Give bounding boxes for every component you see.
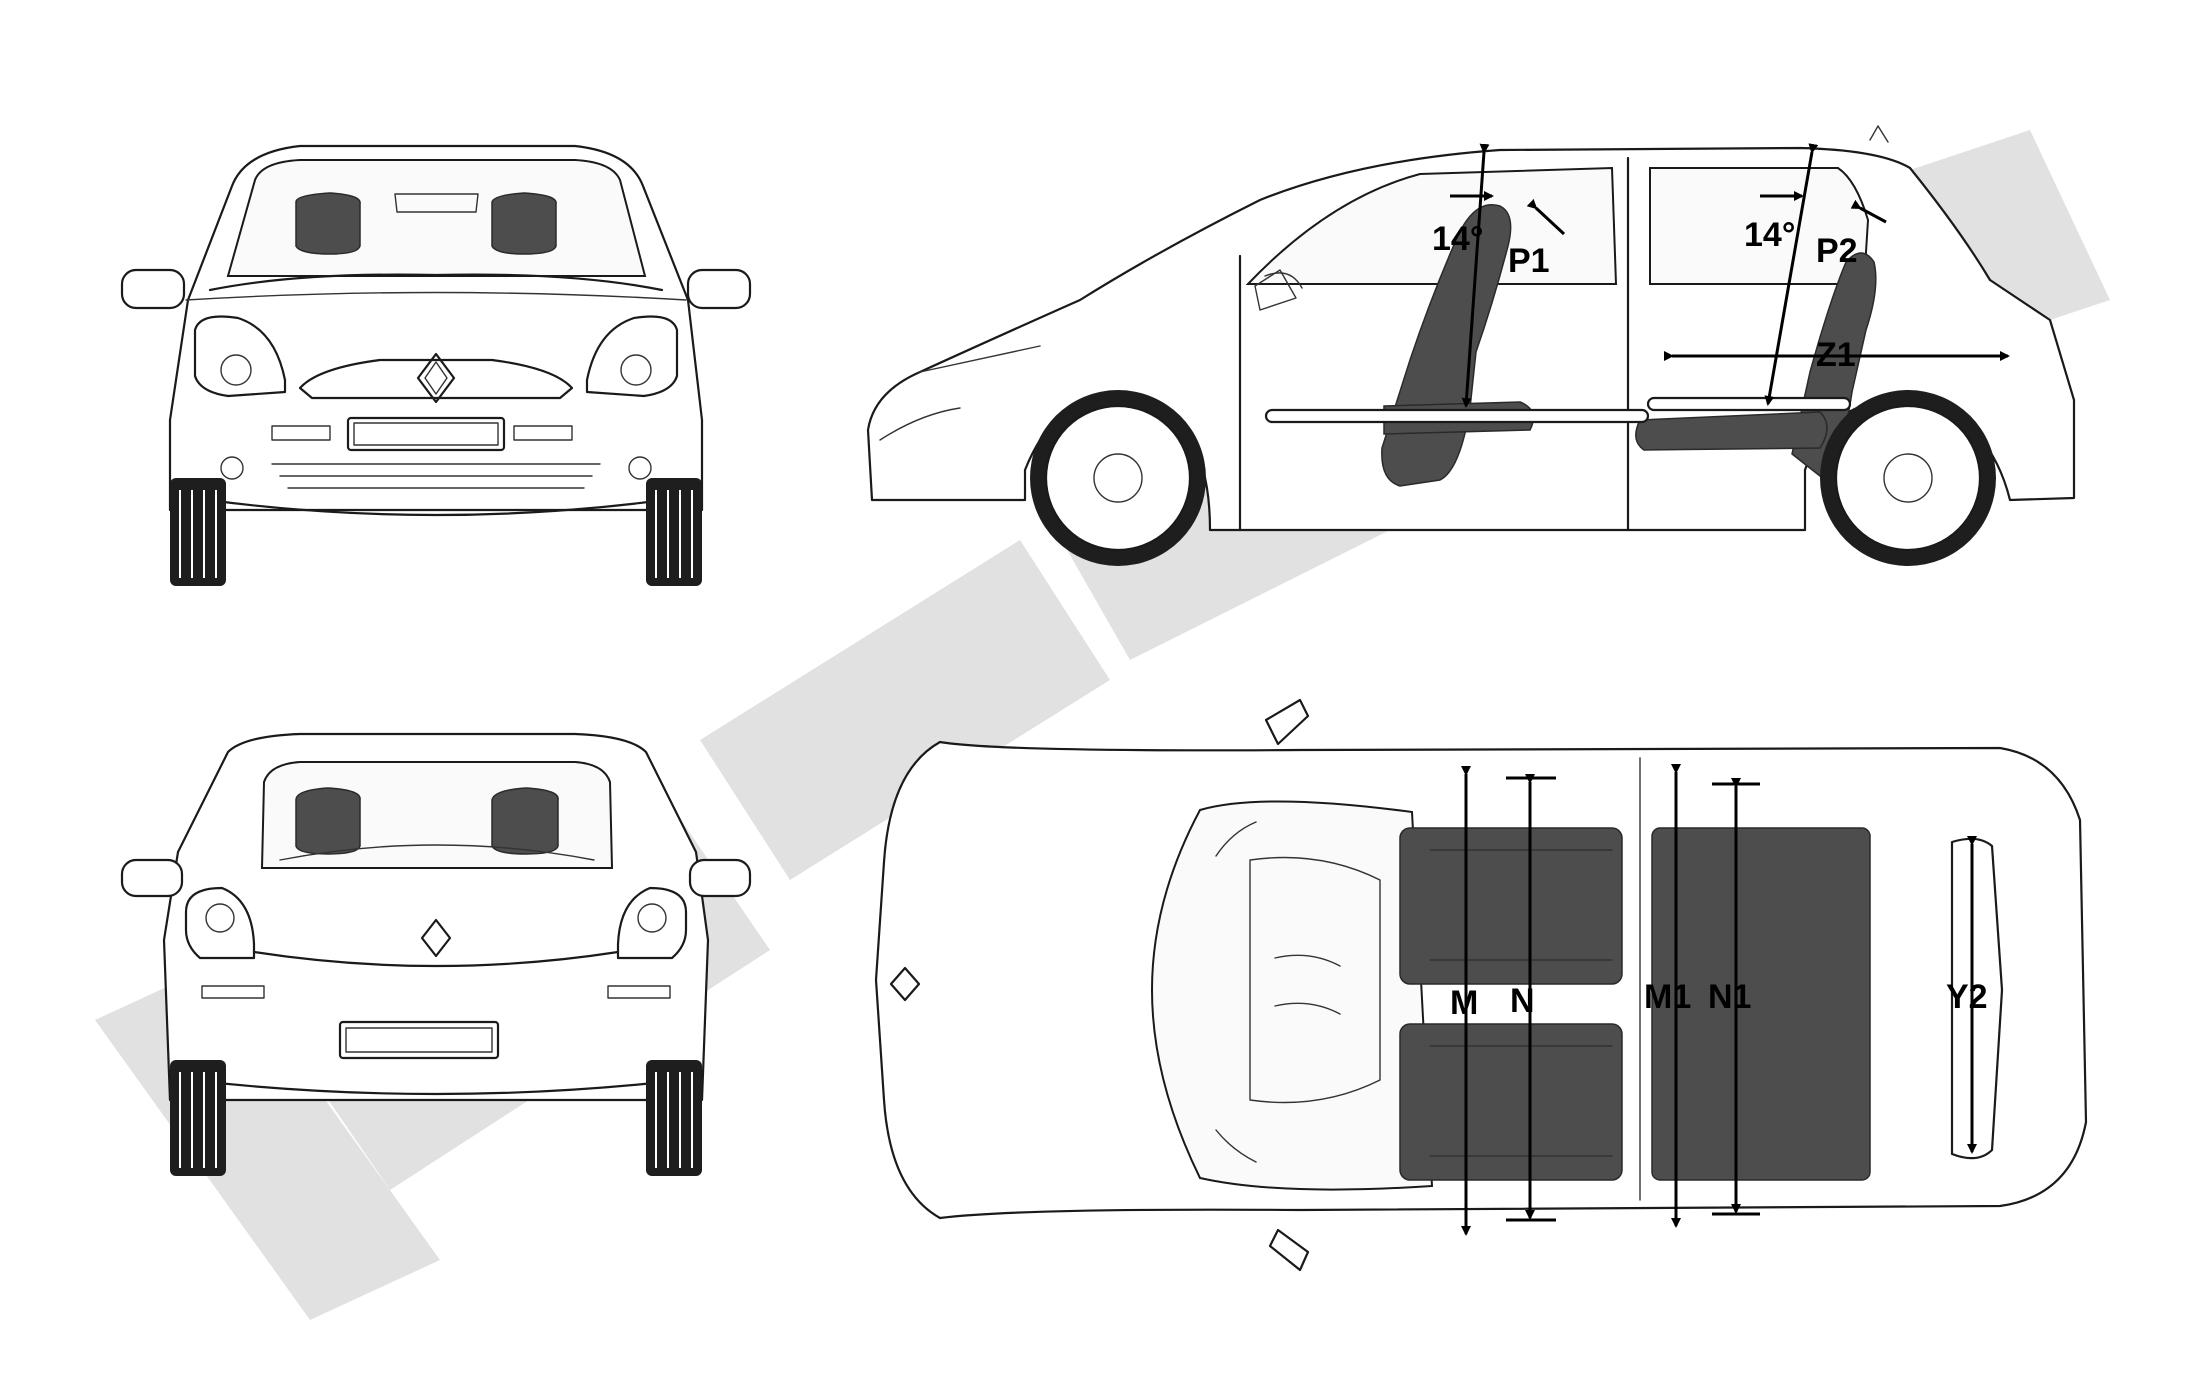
top-view: M N M1 N1 Y2 <box>874 698 2088 1272</box>
front-view <box>120 144 752 586</box>
n1-label: N1 <box>1708 978 1751 1016</box>
side-view: 14° 14° P1 P2 Z1 <box>866 125 2076 566</box>
m1-label: M1 <box>1644 978 1691 1016</box>
front-angle-label: 14° <box>1432 220 1483 258</box>
m-label: M <box>1450 984 1478 1022</box>
p1-label: P1 <box>1508 242 1550 280</box>
n-label: N <box>1510 982 1535 1020</box>
rear-view <box>120 732 752 1176</box>
y2-label: Y2 <box>1946 978 1988 1016</box>
p2-label: P2 <box>1816 232 1858 270</box>
rear-angle-label: 14° <box>1744 216 1795 254</box>
z1-label: Z1 <box>1816 336 1856 374</box>
